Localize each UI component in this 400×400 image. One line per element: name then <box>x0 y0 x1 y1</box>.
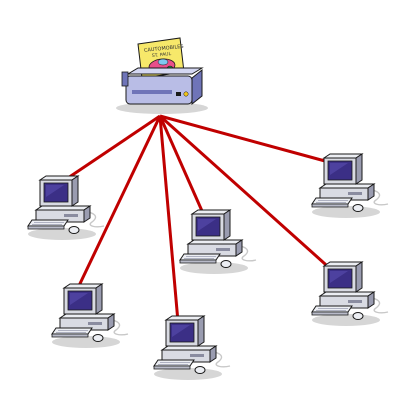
computer-icon <box>153 315 231 381</box>
network-link-1 <box>55 114 161 188</box>
printer-paper-title: CAUTOMOBILES <box>144 44 184 54</box>
computer-icon <box>179 209 257 275</box>
printer-icon: CAUTOMOBILES ST. PAUL <box>116 37 208 114</box>
network-link-2 <box>159 114 337 166</box>
network-link-4 <box>74 115 162 293</box>
network-links <box>55 114 337 323</box>
network-link-6 <box>158 115 180 323</box>
computer-icon <box>51 283 129 349</box>
computer-icon <box>27 175 105 241</box>
computer-icon <box>311 261 389 327</box>
network-link-3 <box>158 115 208 221</box>
printer-paper-subtitle: ST. PAUL <box>152 51 172 59</box>
computer-icon <box>311 153 389 219</box>
network-link-5 <box>158 114 336 274</box>
